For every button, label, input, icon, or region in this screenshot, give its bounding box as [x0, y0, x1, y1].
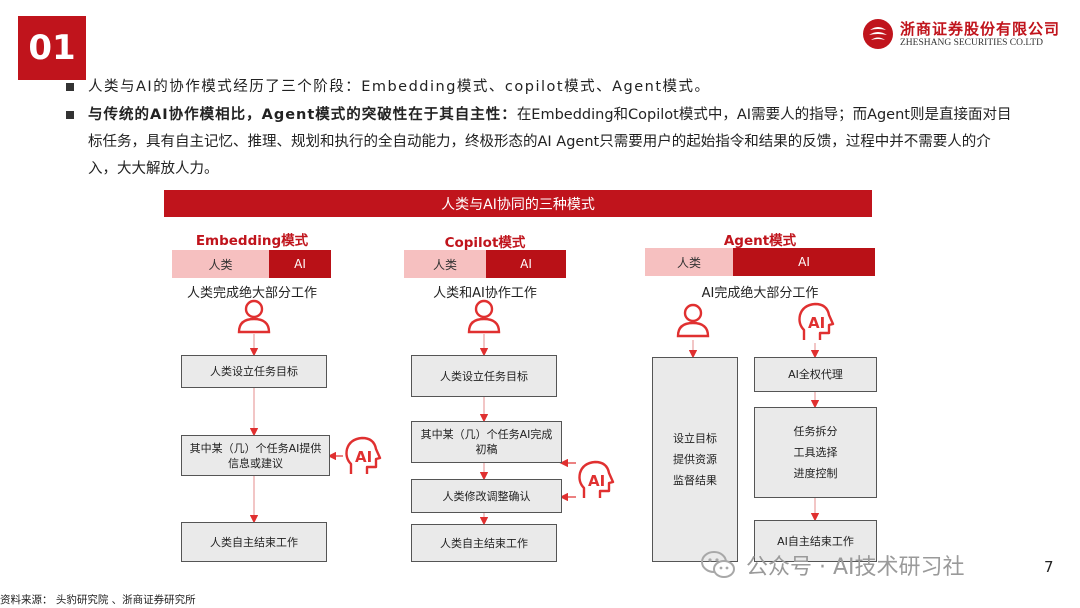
tag-human-embedding: 人类: [172, 250, 269, 278]
agent-step-item: 进度控制: [793, 467, 838, 480]
agent-step-item: 任务拆分: [793, 425, 838, 438]
tag-human-copilot: 人类: [404, 250, 486, 278]
tag-ai-embedding: AI: [269, 250, 331, 278]
mode-desc-embedding: 人类完成绝大部分工作: [186, 286, 317, 301]
mode-title-embedding: Embedding模式: [195, 233, 309, 249]
tag-ai-agent: AI: [733, 248, 875, 276]
agent-step-1: AI全权代理: [754, 357, 877, 392]
bullet-agent-bold-text: 与传统的AI协作模相比，Agent模式的突破性在于其自主性：: [88, 107, 517, 123]
ai-head-icon: AI: [345, 436, 382, 474]
agent-step-item: 工具选择: [793, 446, 838, 459]
mode-title-agent: Agent模式: [723, 233, 797, 249]
bullet-agent-autonomy: 与传统的AI协作模相比，Agent模式的突破性在于其自主性：在Embedding…: [66, 102, 1016, 183]
agent-step-2-group: 任务拆分 工具选择 进度控制: [754, 407, 877, 498]
tag-human-agent: 人类: [645, 248, 733, 276]
company-logo: 浙商证券股份有限公司 ZHESHANG SECURITIES CO.LTD: [862, 16, 1062, 56]
bullet-square-icon: [66, 111, 74, 119]
person-outline-icon: [676, 303, 710, 338]
page-number: 7: [1044, 558, 1054, 576]
bullet-square-icon: [66, 83, 74, 91]
bullet-agent-rest-text: 在Embedding和Copilot模式中，AI需要人的指导；而Agent则是直…: [88, 107, 1012, 177]
agent-human-item: 设立目标: [673, 432, 717, 445]
zheshang-logo-icon: [863, 19, 893, 49]
agent-human-item: 提供资源: [673, 453, 717, 466]
bullet-stages-text: 人类与AI的协作模式经历了三个阶段：Embedding模式、copilot模式、…: [88, 79, 711, 95]
ai-head-icon: AI: [578, 460, 615, 498]
company-name-cn: 浙商证券股份有限公司: [900, 20, 1061, 38]
bullet-stages: 人类与AI的协作模式经历了三个阶段：Embedding模式、copilot模式、…: [66, 74, 1016, 100]
embedding-step-3: 人类自主结束工作: [181, 522, 327, 562]
ai-head-icon: AI: [798, 302, 835, 340]
embedding-step-2: 其中某（几）个任务AI提供信息或建议: [181, 435, 330, 476]
mode-desc-copilot: 人类和AI协作工作: [433, 286, 537, 301]
copilot-step-2: 其中某（几）个任务AI完成初稿: [411, 421, 562, 463]
agent-step-3: AI自主结束工作: [754, 520, 877, 562]
copilot-step-4: 人类自主结束工作: [411, 524, 557, 562]
embedding-step-1: 人类设立任务目标: [181, 355, 327, 388]
person-outline-icon: [237, 299, 271, 334]
wechat-icon: [701, 551, 735, 578]
tag-ai-copilot: AI: [486, 250, 566, 278]
copilot-step-1: 人类设立任务目标: [411, 355, 557, 397]
agent-human-box: 设立目标 提供资源 监督结果: [652, 357, 738, 562]
ai-icon-label: AI: [808, 314, 825, 332]
copilot-step-3: 人类修改调整确认: [411, 479, 562, 513]
company-name-en: ZHESHANG SECURITIES CO.LTD: [900, 38, 1043, 48]
wechat-watermark: 公众号 · AI技术研习社: [700, 548, 965, 582]
ai-icon-label: AI: [355, 448, 372, 466]
ai-icon-label: AI: [588, 472, 605, 490]
person-outline-icon: [467, 299, 501, 334]
diagram-banner: 人类与AI协同的三种模式: [164, 190, 872, 217]
agent-human-item: 监督结果: [673, 474, 717, 487]
watermark-text: 公众号 · AI技术研习社: [746, 555, 965, 580]
mode-title-copilot: Copilot模式: [444, 235, 526, 251]
mode-desc-agent: AI完成绝大部分工作: [701, 286, 819, 301]
source-note: 资料来源： 头豹研究院 、浙商证券研究所: [0, 594, 196, 606]
section-number-badge: 01: [18, 16, 86, 80]
